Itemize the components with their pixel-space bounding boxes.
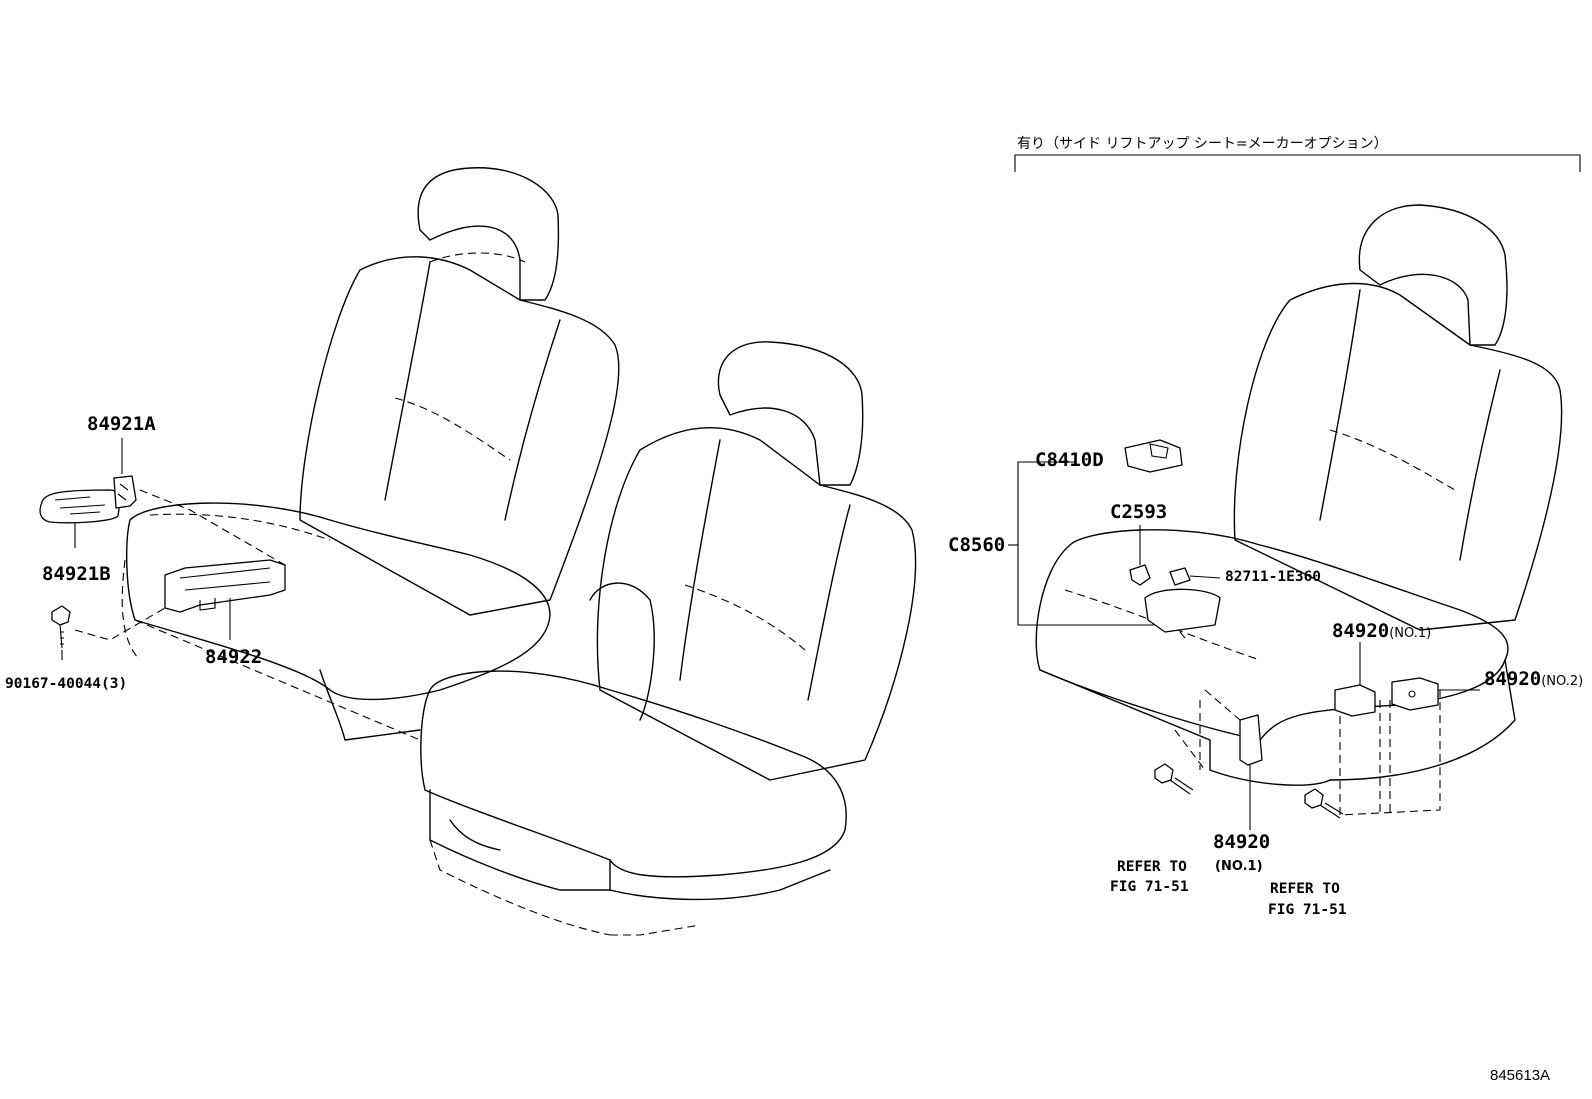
- refer-a-line2: FIG 71-51: [1110, 879, 1189, 895]
- right-liftup-seat: [1014, 154, 1581, 816]
- left-rear-seat: [121, 167, 620, 741]
- option-note: 有り（サイド リフトアップ シート=メーカーオプション）: [1017, 136, 1388, 152]
- part-84920-no2: [1391, 677, 1480, 711]
- part-84920-no1-top: [1334, 642, 1376, 717]
- label-84920-no1-top-suffix: (NO.1): [1389, 626, 1432, 641]
- label-90167-40044: 90167-40044(3): [5, 676, 128, 692]
- label-84920-no2-suffix: (NO.2): [1541, 674, 1584, 689]
- label-c8410d: C8410D: [1035, 449, 1104, 471]
- label-84920-no2: 84920(NO.2): [1484, 670, 1583, 689]
- figure-code: 845613A: [1490, 1067, 1551, 1084]
- label-84921b: 84921B: [42, 563, 111, 585]
- part-c8560-bracket: [1008, 461, 1180, 626]
- bolt-refer-a: [1154, 763, 1194, 795]
- label-c8560: C8560: [948, 534, 1006, 556]
- part-82711-1e360: [1144, 567, 1221, 639]
- label-84920-no1-bottom: 84920: [1213, 831, 1271, 853]
- label-82711-1e360: 82711-1E360: [1225, 569, 1322, 585]
- refer-b-line1: REFER TO: [1270, 881, 1340, 897]
- part-84922: [164, 559, 286, 640]
- label-84920-no1-bottom-suffix: (NO.1): [1215, 859, 1263, 874]
- refer-a-line1: REFER TO: [1117, 859, 1187, 875]
- label-c2593: C2593: [1110, 501, 1168, 523]
- label-84922: 84922: [205, 646, 263, 668]
- bolt-refer-b: [1304, 788, 1344, 819]
- refer-b-line2: FIG 71-51: [1268, 902, 1347, 918]
- part-90167-bolt: [51, 605, 71, 660]
- part-c2593: [1129, 525, 1151, 586]
- part-c8410d: [1124, 439, 1183, 473]
- label-84920-no1-top: 84920(NO.1): [1332, 622, 1431, 641]
- label-84920-no1-top-number: 84920: [1332, 620, 1390, 642]
- part-84921a: [113, 438, 137, 509]
- center-front-seat: [420, 341, 917, 936]
- label-84921a: 84921A: [87, 413, 156, 435]
- part-84920-no1-bottom: [1239, 714, 1263, 830]
- label-84920-no2-number: 84920: [1484, 668, 1542, 690]
- part-84921b: [39, 489, 122, 548]
